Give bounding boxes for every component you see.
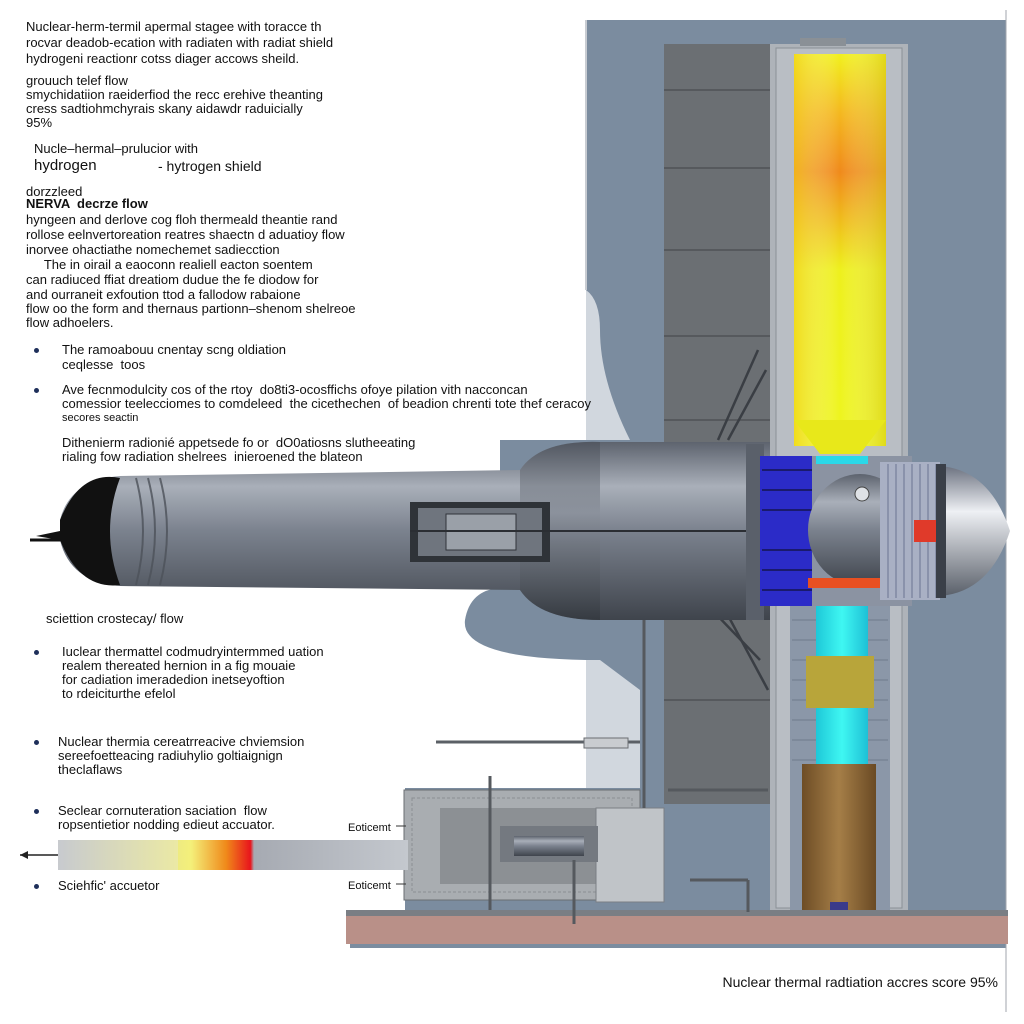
bullet3-line-4: to rdeiciturthe efelol: [62, 686, 176, 701]
bullet1-line-2: ceqlesse toos: [62, 357, 146, 372]
block4-para-2: can radiuced ffiat dreatiom dudue the fe…: [26, 272, 319, 287]
bullet3-line-2: realem thereated hernion in a fig mouaie: [62, 658, 296, 673]
block4-line-3: inorvee ohactiathe nomechemet sadiecctio…: [26, 242, 280, 257]
block4-sub2: NERVA decrze flow: [26, 196, 148, 211]
para2-line-1: Dithenierm radionié appetsede fo or dO0a…: [62, 435, 416, 450]
bullet1-line-1: The ramoabouu cnentay scng oldiation: [62, 342, 287, 357]
header-line-1: Nuclear-herm-termil apermal stagee with …: [26, 19, 322, 34]
block4-line-1: hyngeen and derlove cog floh thermeald t…: [26, 212, 338, 227]
machine-label-1: Eoticemt: [348, 822, 391, 834]
footer-caption: Nuclear thermal radtiation accres score …: [722, 974, 998, 990]
bullet-dot: [34, 884, 39, 889]
header-line-3: hydrogeni reactionr cotss diager accows …: [26, 51, 300, 66]
block4-para-3: and ourraneit exfoution ttod a fallodow …: [26, 287, 301, 302]
block4-sub1: dorzzleed: [26, 184, 83, 199]
bullet5-line-1: Seclear cornuteration saciation flow: [58, 803, 267, 818]
block3-left: hydrogen: [34, 157, 97, 174]
block2-line-2: smychidatiion raeiderfiod the recc erehi…: [26, 87, 324, 102]
machine-label-2: Eoticemt: [348, 880, 391, 892]
bullet2-line-1: Ave fecnmodulcity cos of the rtoy do8ti3…: [62, 382, 528, 397]
block4-line-2: rollose eelnvertoreation reatres shaectn…: [26, 227, 345, 242]
block3-title: Nucle–hermal–prulucior with: [34, 141, 199, 156]
bullet6-line-1: Sciehfic' accuetor: [58, 878, 160, 893]
bullet2-line-3: secores seactin: [62, 412, 139, 424]
bullet2-line-2: comessior teelecciomes to comdeleed the …: [62, 396, 591, 411]
bullet-dot: [34, 348, 39, 353]
bullet3-line-3: for cadiation imeradedion inetseyoftion: [62, 672, 285, 687]
bullet-dot: [34, 809, 39, 814]
bullet4-line-3: theclaflaws: [58, 762, 123, 777]
section-caption: sciettion crostecay/ flow: [46, 611, 184, 626]
bullet-dot: [34, 388, 39, 393]
bullet4-line-1: Nuclear thermia cereatrreacive chviemsio…: [58, 734, 305, 749]
bullet-dot: [34, 650, 39, 655]
para2-line-2: rialing fow radiation shelrees inieroene…: [62, 449, 363, 464]
bullet3-line-1: Iuclear thermattel codmudryintermmed uat…: [62, 644, 324, 659]
bullet5-line-2: ropsentietior nodding edieut accuator.: [58, 817, 275, 832]
header-line-2: rocvar deadob-ecation with radiaten with…: [26, 35, 334, 50]
block4-para-1: The in oirail a eaoconn realiell eacton …: [26, 257, 313, 272]
block4-para-4: flow oo the form and thernaus partionn–s…: [26, 301, 356, 316]
block4-para-5: flow adhoelers.: [26, 315, 114, 330]
block2-line-1: grouuch telef flow: [26, 73, 128, 88]
bullet-dot: [34, 740, 39, 745]
bullet4-line-2: sereefoetteacing radiuhylio goltiaignign: [58, 748, 283, 763]
block2-line-4: 95%: [26, 115, 53, 130]
block2-line-3: cress sadtiohmchyrais skany aidawdr radu…: [26, 101, 303, 116]
block3-right: - hytrogen shield: [158, 158, 262, 174]
